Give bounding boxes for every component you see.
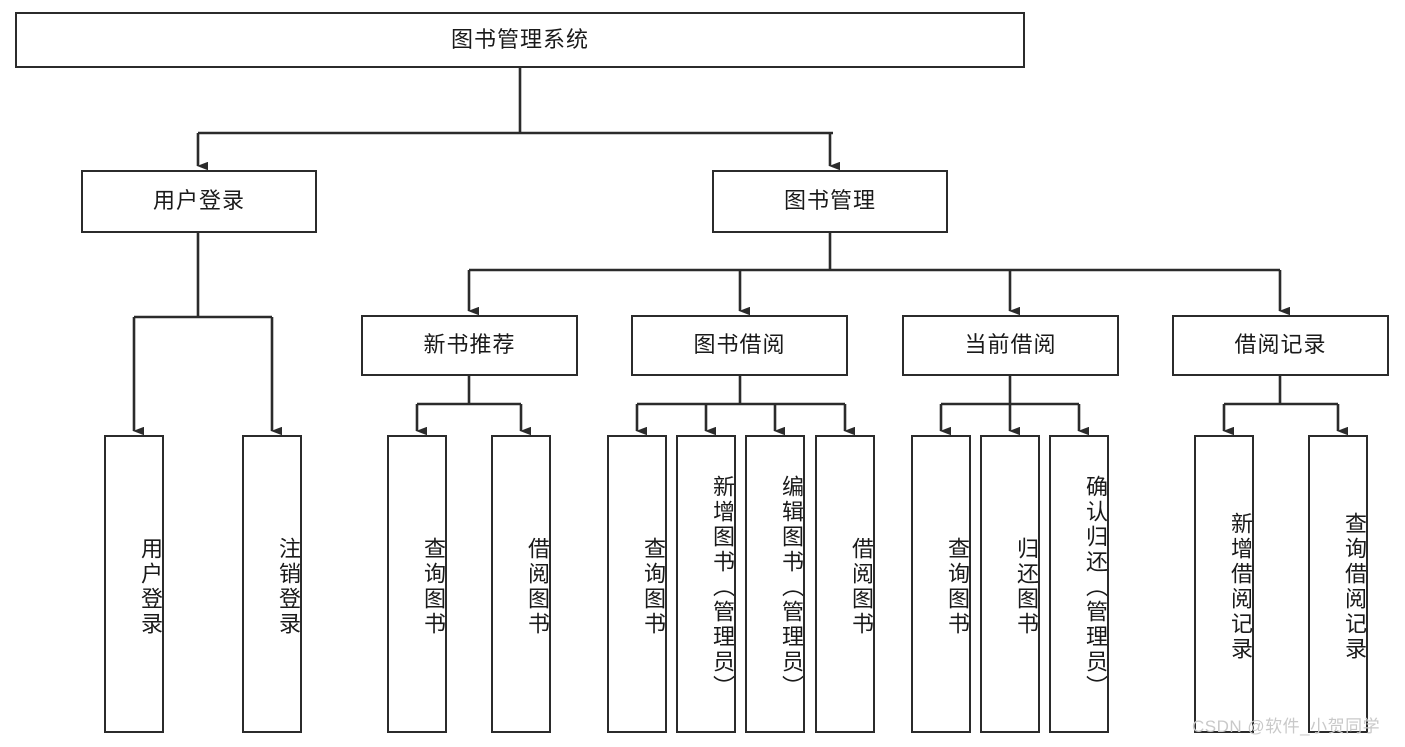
node-user-login[interactable]: 用户登录 — [81, 170, 317, 233]
node-leaf-add-book[interactable]: 新增图书（管理员） — [676, 435, 736, 733]
node-leaf-query-book-1[interactable]: 查询图书 — [387, 435, 447, 733]
node-leaf-confirm-return[interactable]: 确认归还（管理员） — [1049, 435, 1109, 733]
node-leaf-return-book-label: 归还图书 — [1014, 537, 1039, 637]
node-borrow-record-label: 借阅记录 — [1234, 332, 1327, 358]
node-new-book-recommend[interactable]: 新书推荐 — [361, 315, 578, 376]
node-leaf-return-book[interactable]: 归还图书 — [980, 435, 1040, 733]
node-leaf-query-book-2-label: 查询图书 — [641, 537, 666, 637]
node-leaf-query-book-3[interactable]: 查询图书 — [911, 435, 971, 733]
node-book-management[interactable]: 图书管理 — [712, 170, 948, 233]
node-leaf-query-book-3-label: 查询图书 — [945, 537, 970, 637]
node-leaf-borrow-book-1[interactable]: 借阅图书 — [491, 435, 551, 733]
node-leaf-confirm-return-label: 确认归还（管理员） — [1083, 474, 1108, 700]
node-root[interactable]: 图书管理系统 — [15, 12, 1025, 68]
node-borrow-record[interactable]: 借阅记录 — [1172, 315, 1389, 376]
node-current-borrow-label: 当前借阅 — [964, 332, 1057, 358]
node-leaf-add-record[interactable]: 新增借阅记录 — [1194, 435, 1254, 733]
node-book-borrow-label: 图书借阅 — [693, 332, 786, 358]
node-root-label: 图书管理系统 — [450, 26, 589, 52]
node-leaf-borrow-book-1-label: 借阅图书 — [525, 537, 550, 637]
node-book-borrow[interactable]: 图书借阅 — [631, 315, 848, 376]
node-new-book-recommend-label: 新书推荐 — [423, 332, 516, 358]
node-leaf-query-book-1-label: 查询图书 — [421, 537, 446, 637]
node-leaf-add-book-label: 新增图书（管理员） — [710, 474, 735, 700]
node-book-management-label: 图书管理 — [783, 188, 876, 214]
node-leaf-query-book-2[interactable]: 查询图书 — [607, 435, 667, 733]
node-leaf-logout-login[interactable]: 注销登录 — [242, 435, 302, 733]
node-user-login-label: 用户登录 — [152, 188, 245, 214]
node-leaf-add-record-label: 新增借阅记录 — [1228, 512, 1253, 662]
csdn-watermark: CSDN @软件_小贺同学 — [1192, 717, 1381, 736]
node-leaf-edit-book[interactable]: 编辑图书（管理员） — [745, 435, 805, 733]
node-leaf-query-record-label: 查询借阅记录 — [1342, 512, 1367, 662]
node-current-borrow[interactable]: 当前借阅 — [902, 315, 1119, 376]
node-leaf-edit-book-label: 编辑图书（管理员） — [779, 474, 804, 700]
node-leaf-user-login-label: 用户登录 — [138, 537, 163, 637]
node-leaf-user-login[interactable]: 用户登录 — [104, 435, 164, 733]
node-leaf-borrow-book-2[interactable]: 借阅图书 — [815, 435, 875, 733]
node-leaf-logout-login-label: 注销登录 — [276, 537, 301, 637]
node-leaf-query-record[interactable]: 查询借阅记录 — [1308, 435, 1368, 733]
node-leaf-borrow-book-2-label: 借阅图书 — [849, 537, 874, 637]
